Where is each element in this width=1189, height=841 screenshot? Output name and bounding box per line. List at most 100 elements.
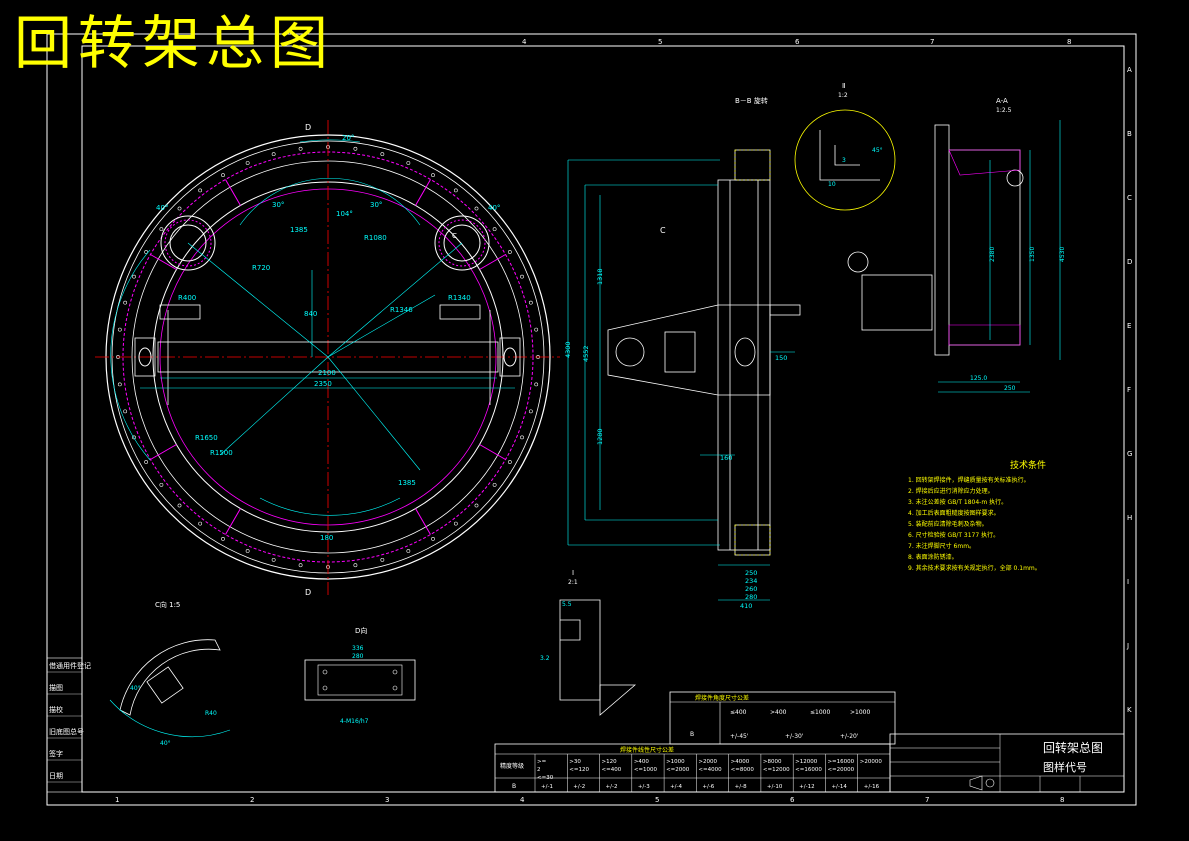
linear-value-cell: +/-2	[573, 784, 585, 790]
linear-header-cell: <=20000	[827, 767, 854, 773]
technical-notes: 技术条件 1. 回转架焊接件，焊缝质量按有关标准执行。2. 焊接后应进行消除应力…	[908, 459, 1046, 572]
bolt-hole	[245, 549, 250, 553]
bb-dim-1280: 1280	[596, 428, 604, 445]
detail-i-dim-5-5: 5.5	[562, 601, 572, 608]
bolt-hole	[117, 382, 122, 387]
angle-header-cell: >400	[770, 709, 787, 716]
linear-value-cell: +/-10	[767, 784, 783, 790]
bolt-hole	[492, 227, 497, 232]
zone-label: C	[1127, 194, 1132, 202]
side-stamp: 日期	[49, 772, 63, 780]
angle-table-side: B	[690, 731, 694, 738]
detail-ii-dim-10: 10	[828, 181, 836, 188]
bolt-hole	[159, 227, 164, 232]
bolt-hole	[159, 482, 164, 487]
linear-header-cell: >400	[634, 759, 650, 765]
bb-dim-4552: 4552	[582, 345, 590, 362]
dim-radius-720: R720	[252, 264, 270, 272]
bb-dim-4300: 4300	[564, 341, 572, 358]
linear-header-cell: >30	[569, 759, 581, 765]
title-block: 回转架总图 图样代号	[889, 733, 1125, 793]
notes-heading: 技术条件	[1010, 459, 1046, 471]
detail-ii-dim-3: 3	[842, 157, 846, 164]
linear-value-cell: +/-3	[638, 784, 650, 790]
view-c-dim-r40: R40	[205, 710, 217, 717]
rib	[150, 444, 177, 460]
section-aa-view: A-A 1:2.5 2380 1350 250 4530 125.0	[847, 97, 1066, 393]
rib	[479, 444, 506, 460]
bolt-hole	[528, 409, 533, 414]
bolt-hole	[380, 152, 385, 157]
view-d: D向 336 280 4-M16/h7	[304, 626, 416, 725]
linear-table-side-label: 精度等级	[500, 762, 524, 770]
bolt-hole	[474, 206, 479, 211]
bolt-hole	[198, 521, 203, 526]
inner-border	[81, 45, 1125, 793]
left-flange	[160, 215, 216, 271]
detail-i-dim-3-2: 3.2	[540, 655, 550, 662]
rib	[415, 508, 431, 535]
dim-radius-1346: R1346	[390, 306, 413, 314]
zone-label: 7	[925, 796, 929, 804]
linear-value-cell: +/-16	[864, 784, 880, 790]
linear-header-cell: <=4000	[698, 767, 722, 773]
linear-header-cell: <=120	[569, 767, 589, 773]
note-line: 6. 尺寸检验按 GB/T 3177 执行。	[908, 531, 999, 539]
linear-header-cell: >4000	[731, 759, 750, 765]
aa-dim-250: 250	[1004, 385, 1016, 392]
zone-label: D	[1127, 258, 1132, 266]
title-block-code: 图样代号	[1043, 760, 1087, 774]
zone-label: 2	[250, 38, 254, 46]
angle-header-cell: ≤1000	[810, 709, 830, 716]
linear-value-cell: +/-4	[670, 784, 682, 790]
angle-header-cell: >1000	[850, 709, 870, 716]
title-block-name: 回转架总图	[1043, 740, 1103, 755]
aa-dim-4530: 4530	[1059, 247, 1066, 262]
hole-mark-c: C	[452, 232, 457, 240]
outer-border	[46, 33, 1137, 806]
zone-label: 4	[522, 38, 527, 46]
linear-table-title: 焊接件线性尺寸公差	[620, 746, 674, 754]
side-stamp: 签字	[49, 749, 63, 758]
view-d-dim-336: 336	[352, 645, 364, 652]
dim-radius-1080: R1080	[364, 234, 387, 242]
aa-dim-2380: 2380	[989, 247, 996, 262]
ring-bolt-holes	[116, 145, 540, 569]
bolt-hole	[144, 460, 149, 464]
bolt-hole	[534, 327, 539, 332]
view-c-dim-40-a: 40°	[160, 740, 171, 747]
bolt-hole	[132, 274, 136, 279]
bolt-hole	[353, 146, 358, 151]
bb-dim-150: 150	[775, 354, 787, 362]
bolt-hole	[406, 549, 411, 553]
bb-view-marker: C	[660, 226, 666, 235]
dim-radius-1500: R1500	[210, 449, 233, 457]
section-mark-top: D	[305, 123, 311, 132]
linear-header-cell: >8000	[763, 759, 782, 765]
bb-dim-1318: 1318	[596, 268, 604, 285]
bolt-hole	[492, 482, 497, 487]
bolt-hole	[177, 503, 182, 508]
angle-value-cell: +/-30'	[785, 733, 804, 740]
note-line: 5. 装配前应清除毛刺及杂物。	[908, 520, 988, 528]
linear-value-cell: +/-6	[702, 784, 714, 790]
linear-header-cell: <=2000	[666, 767, 690, 773]
linear-value-cell: +/-8	[735, 784, 747, 790]
bolt-hole	[353, 563, 358, 568]
bolt-hole	[474, 503, 479, 508]
section-mark-bottom: D	[305, 588, 311, 597]
zone-label: J	[1126, 642, 1129, 650]
linear-value-cell: +/-2	[606, 784, 618, 790]
bolt-hole	[507, 460, 512, 464]
dim-1385-right: 1385	[398, 479, 416, 487]
note-line: 7. 未注焊脚尺寸 6mm。	[908, 542, 975, 550]
detail-i-view: I 2:1 5.5 3.2	[540, 569, 637, 716]
bb-dim-280: 280	[745, 593, 757, 601]
bolt-hole	[528, 300, 533, 305]
zone-label: E	[1127, 322, 1131, 330]
bb-dim-250: 250	[745, 569, 757, 577]
bolt-hole	[144, 250, 149, 254]
zone-label: A	[1127, 66, 1132, 74]
